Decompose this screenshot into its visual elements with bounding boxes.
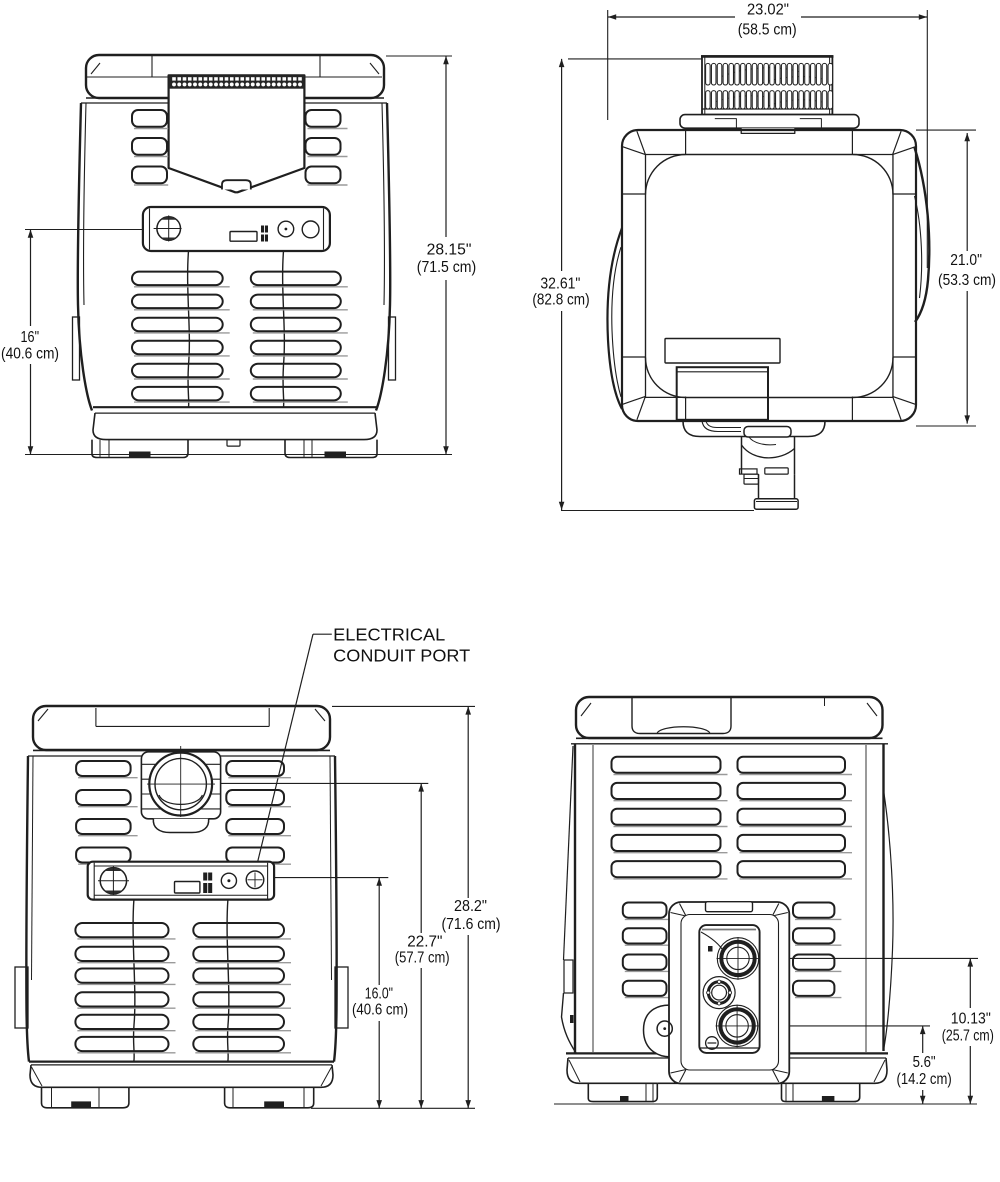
svg-text:(71.5 cm): (71.5 cm) [417, 259, 476, 276]
svg-text:32.61": 32.61" [540, 275, 580, 292]
svg-text:(58.5 cm): (58.5 cm) [738, 22, 797, 39]
svg-text:ELECTRICAL: ELECTRICAL [333, 625, 445, 645]
svg-text:5.6": 5.6" [913, 1054, 936, 1071]
svg-text:CONDUIT PORT: CONDUIT PORT [333, 646, 470, 666]
svg-text:(40.6 cm): (40.6 cm) [1, 346, 59, 363]
svg-text:(57.7 cm): (57.7 cm) [395, 949, 450, 966]
svg-text:28.15": 28.15" [427, 242, 472, 259]
svg-text:28.2": 28.2" [454, 898, 487, 915]
svg-text:(82.8 cm): (82.8 cm) [532, 292, 589, 309]
svg-text:(40.6 cm): (40.6 cm) [352, 1002, 408, 1019]
svg-text:(25.7 cm): (25.7 cm) [942, 1028, 994, 1045]
svg-text:(53.3 cm): (53.3 cm) [938, 272, 996, 289]
svg-text:16.0": 16.0" [365, 985, 393, 1002]
svg-text:23.02": 23.02" [747, 2, 789, 19]
svg-text:10.13": 10.13" [951, 1011, 991, 1028]
svg-text:(71.6 cm): (71.6 cm) [442, 916, 501, 933]
svg-text:(14.2 cm): (14.2 cm) [897, 1071, 952, 1088]
svg-text:16": 16" [21, 329, 40, 346]
svg-text:22.7": 22.7" [407, 933, 442, 950]
svg-text:21.0": 21.0" [950, 252, 982, 269]
